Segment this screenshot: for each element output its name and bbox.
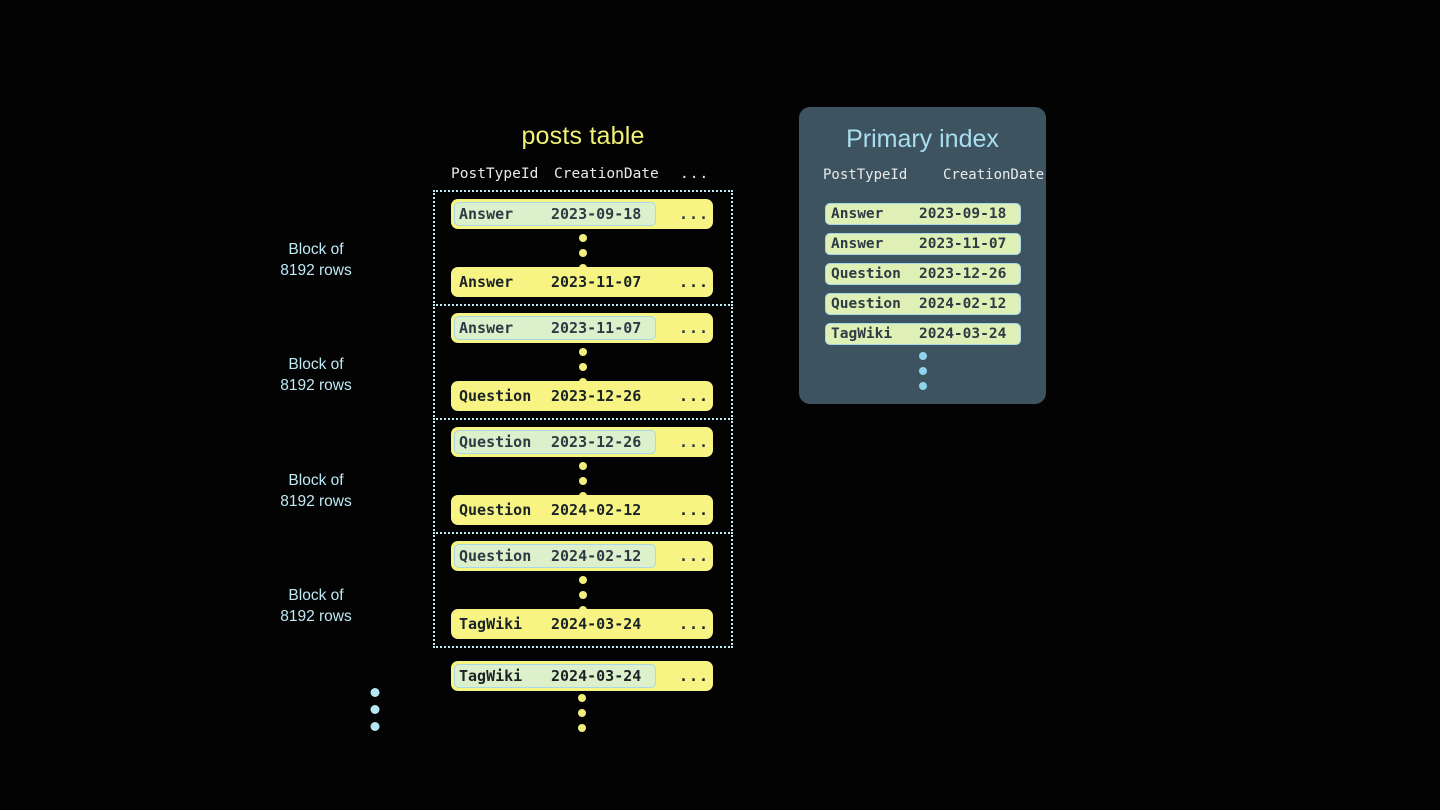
cell-creationdate: 2023-12-26: [551, 433, 642, 451]
index-cell-creationdate: 2023-09-18: [919, 206, 1007, 222]
index-highlight-box: [454, 202, 656, 226]
index-cell-posttypeid: Question: [831, 266, 901, 282]
cell-creationdate: 2023-11-07: [551, 319, 642, 337]
index-highlight-box: [454, 430, 656, 454]
index-cell-posttypeid: Question: [831, 296, 901, 312]
table-continuation-dots: [578, 694, 586, 732]
cell-posttypeid: Answer: [459, 319, 514, 337]
cell-posttypeid: Question: [459, 547, 532, 565]
cell-more: ...: [679, 433, 710, 451]
index-cell-posttypeid: TagWiki: [831, 326, 893, 342]
cell-posttypeid: TagWiki: [459, 667, 523, 685]
index-row: Answer 2023-09-18: [825, 203, 1021, 225]
cell-posttypeid: TagWiki: [459, 615, 523, 633]
cell-posttypeid: Question: [459, 433, 532, 451]
cell-creationdate: 2024-03-24: [551, 615, 642, 633]
block-label-3-line2: 8192 rows: [280, 493, 352, 510]
cell-creationdate: 2024-02-12: [551, 501, 642, 519]
index-cell-creationdate: 2023-12-26: [919, 266, 1007, 282]
posts-table-column-headers: PostTypeId CreationDate ...: [451, 166, 713, 186]
index-cell-posttypeid: Answer: [831, 206, 884, 222]
block-label-4: Block of 8192 rows: [256, 585, 376, 627]
table-row: Answer 2023-11-07 ...: [451, 313, 713, 343]
block-label-1: Block of 8192 rows: [256, 239, 376, 281]
cell-more: ...: [679, 667, 710, 685]
cell-creationdate: 2023-12-26: [551, 387, 642, 405]
block-label-4-line1: Block of: [288, 587, 344, 604]
cell-more: ...: [679, 387, 710, 405]
posts-table-blocks: Answer 2023-09-18 ... Answer 2023-11-07 …: [433, 190, 733, 648]
table-row: Answer 2023-09-18 ...: [451, 199, 713, 229]
cell-posttypeid: Answer: [459, 273, 514, 291]
table-row-tail: TagWiki 2024-03-24 ...: [451, 661, 713, 691]
index-highlight-box: [454, 544, 656, 568]
cell-more: ...: [679, 205, 710, 223]
table-row: Question 2023-12-26 ...: [451, 381, 713, 411]
cell-posttypeid: Question: [459, 501, 532, 519]
index-column-header-creationdate: CreationDate: [943, 167, 1045, 183]
column-header-more: ...: [680, 166, 710, 182]
index-cell-posttypeid: Answer: [831, 236, 884, 252]
cell-more: ...: [679, 273, 710, 291]
index-row: TagWiki 2024-03-24: [825, 323, 1021, 345]
cell-more: ...: [679, 547, 710, 565]
table-row: Question 2024-02-12 ...: [451, 495, 713, 525]
index-row: Question 2023-12-26: [825, 263, 1021, 285]
posts-table-title: posts table: [521, 122, 645, 150]
primary-index-title: Primary index: [846, 125, 999, 153]
cell-more: ...: [679, 501, 710, 519]
index-row: Question 2024-02-12: [825, 293, 1021, 315]
index-cell-creationdate: 2024-03-24: [919, 326, 1007, 342]
cell-creationdate: 2023-11-07: [551, 273, 642, 291]
cell-creationdate: 2024-02-12: [551, 547, 642, 565]
cell-posttypeid: Question: [459, 387, 532, 405]
table-row: Answer 2023-11-07 ...: [451, 267, 713, 297]
index-row: Answer 2023-11-07: [825, 233, 1021, 255]
index-cell-creationdate: 2024-02-12: [919, 296, 1007, 312]
block-label-2-line1: Block of: [288, 356, 344, 373]
index-cell-creationdate: 2023-11-07: [919, 236, 1007, 252]
block-label-1-line1: Block of: [288, 241, 344, 258]
index-highlight-box: [454, 316, 656, 340]
table-block: Answer 2023-11-07 ... Question 2023-12-2…: [433, 304, 733, 420]
column-header-posttypeid: PostTypeId: [451, 166, 539, 182]
primary-index-rows: Answer 2023-09-18 Answer 2023-11-07 Ques…: [825, 203, 1021, 353]
index-continuation-dots: [918, 352, 927, 390]
index-highlight-box: [454, 664, 656, 688]
index-column-header-posttypeid: PostTypeId: [823, 167, 908, 183]
primary-index-column-headers: PostTypeId CreationDate: [823, 167, 1044, 187]
table-block: Question 2024-02-12 ... TagWiki 2024-03-…: [433, 532, 733, 648]
table-block: Question 2023-12-26 ... Question 2024-02…: [433, 418, 733, 534]
block-label-1-line2: 8192 rows: [280, 262, 352, 279]
block-label-2-line2: 8192 rows: [280, 377, 352, 394]
column-header-creationdate: CreationDate: [554, 166, 659, 182]
cell-posttypeid: Answer: [459, 205, 514, 223]
cell-creationdate: 2024-03-24: [551, 667, 642, 685]
table-row: Question 2024-02-12 ...: [451, 541, 713, 571]
cell-more: ...: [679, 319, 710, 337]
block-label-4-line2: 8192 rows: [280, 608, 352, 625]
primary-index-panel: Primary index PostTypeId CreationDate An…: [799, 107, 1046, 404]
blocks-continuation-dots: [370, 688, 380, 731]
block-label-3-line1: Block of: [288, 472, 344, 489]
block-label-3: Block of 8192 rows: [256, 470, 376, 512]
cell-more: ...: [679, 615, 710, 633]
table-block: Answer 2023-09-18 ... Answer 2023-11-07 …: [433, 190, 733, 306]
table-row: Question 2023-12-26 ...: [451, 427, 713, 457]
block-label-2: Block of 8192 rows: [256, 354, 376, 396]
cell-creationdate: 2023-09-18: [551, 205, 642, 223]
table-row: TagWiki 2024-03-24 ...: [451, 609, 713, 639]
